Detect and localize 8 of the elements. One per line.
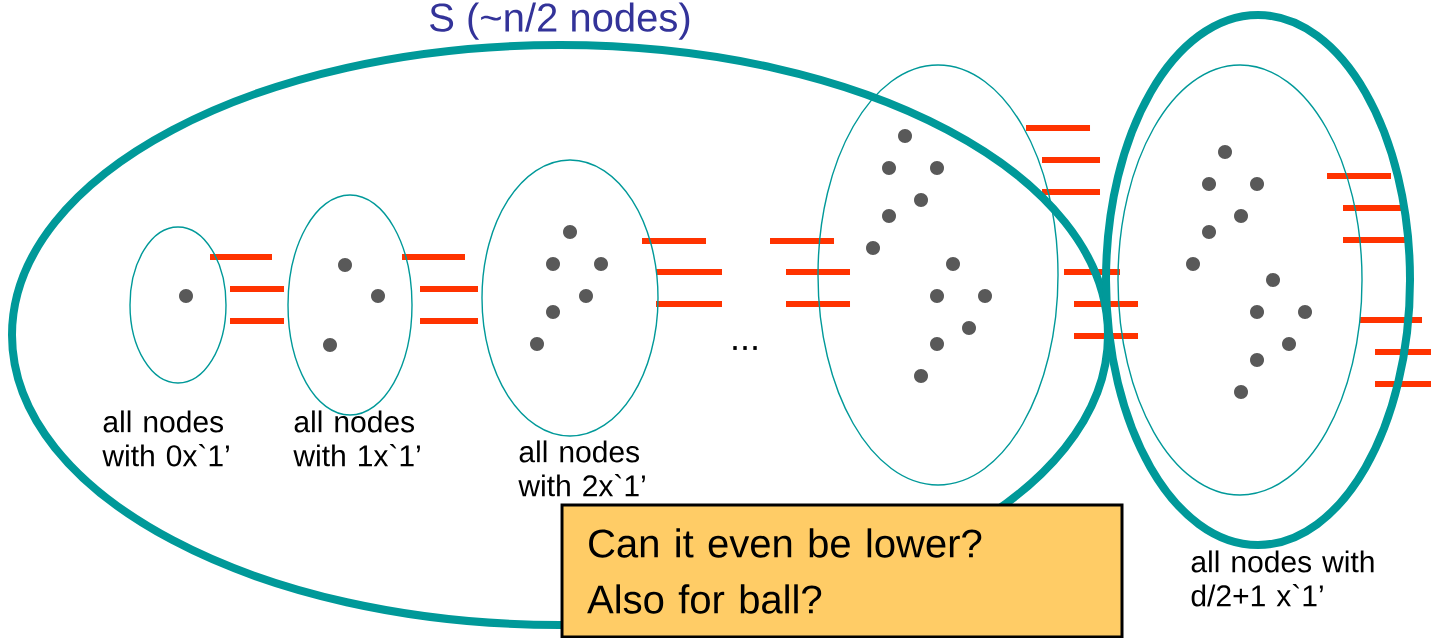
node-caption: all nodes with 0x`1’: [102, 410, 229, 467]
set-ellipse: [1102, 11, 1414, 549]
ellipsis: ...: [733, 346, 757, 350]
node-caption: all nodes with 1x`1’: [293, 410, 420, 467]
callout-box: Can it even be lower? Also for ball?: [560, 503, 1124, 638]
node-caption: all nodes with 2x`1’: [518, 440, 645, 497]
title: S (~n/2 nodes): [430, 2, 690, 40]
node-caption: all nodes with d/2+1 x`1’: [1191, 550, 1374, 607]
